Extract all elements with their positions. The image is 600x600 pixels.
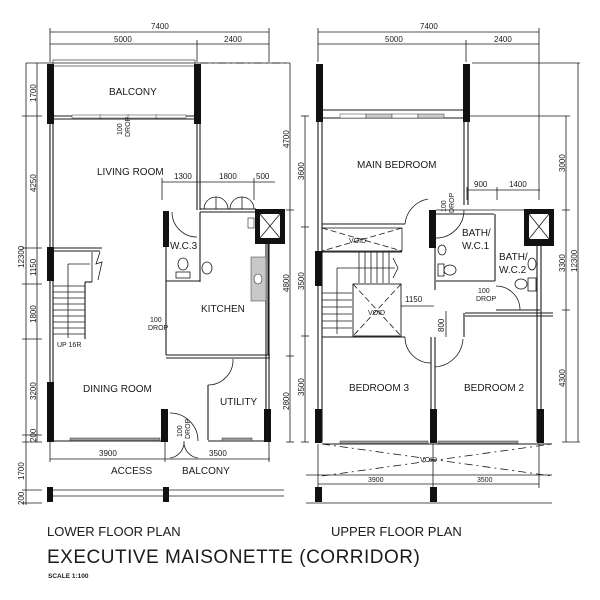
dim-lower-left-total: 12300 xyxy=(17,245,26,268)
dim-lower-bottom-3500: 3500 xyxy=(209,449,227,458)
room-main-bedroom: MAIN BEDROOM xyxy=(357,160,436,171)
note-drop-balcony-100: 100 xyxy=(117,123,124,135)
dim-upper-bottom-3900: 3900 xyxy=(368,477,384,484)
upper-floor-plan: 7400 5000 2400 MAIN BEDROOM VOID xyxy=(297,22,580,504)
note-drop-entry-100: 100 xyxy=(177,425,184,437)
dim-upper-top-left: 5000 xyxy=(385,35,403,44)
drawing-scale: SCALE 1:100 xyxy=(48,573,89,580)
lower-floor-plan-label: LOWER FLOOR PLAN xyxy=(47,524,181,539)
room-bath2-line2: W.C.2 xyxy=(499,265,527,276)
dim-lower-left-4250: 4250 xyxy=(29,174,38,192)
room-bath1-line2: W.C.1 xyxy=(462,241,490,252)
room-bedroom3: BEDROOM 3 xyxy=(349,383,409,394)
label-balcony-bottom: BALCONY xyxy=(182,466,230,477)
note-drop-kitchen-100: 100 xyxy=(150,317,162,324)
stair-treads xyxy=(53,285,85,335)
dim-upper-top-total: 7400 xyxy=(420,22,438,31)
void-strip-label: VOID xyxy=(349,238,366,245)
room-bedroom2: BEDROOM 2 xyxy=(464,383,524,394)
room-bath2-line1: BATH/ xyxy=(499,252,528,263)
room-bath1-line1: BATH/ xyxy=(462,228,491,239)
dim-upper-right-total: 12300 xyxy=(570,249,579,272)
dim-upper-bottom-3500: 3500 xyxy=(477,477,493,484)
note-stairs-up: UP 16R xyxy=(57,342,81,349)
dim-lower-bottom-3900: 3900 xyxy=(99,449,117,458)
room-dining: DINING ROOM xyxy=(83,384,152,395)
void-bottom-label: VOID xyxy=(420,457,437,464)
dim-upper-right-4300: 4300 xyxy=(558,369,567,387)
note-drop-entry: DROP xyxy=(185,418,192,439)
dim-lower-right-2800: 2800 xyxy=(282,392,291,410)
dim-corridor-1150: 1150 xyxy=(405,295,423,304)
note-drop-kitchen: DROP xyxy=(148,325,169,332)
dim-lower-left-1800: 1800 xyxy=(29,305,38,323)
dim-kitchen-1800: 1800 xyxy=(219,172,237,181)
dim-lower-left-1150: 1150 xyxy=(29,258,38,276)
drawing-title: EXECUTIVE MAISONETTE (CORRIDOR) xyxy=(47,547,420,568)
dim-upper-top-right: 2400 xyxy=(494,35,512,44)
note-drop-bath1: DROP xyxy=(449,192,456,213)
dim-lower-left-3200: 3200 xyxy=(29,382,38,400)
dim-upper-right-3000: 3000 xyxy=(558,154,567,172)
dim-upper-left-3500b: 3500 xyxy=(297,378,306,396)
room-kitchen: KITCHEN xyxy=(201,304,245,315)
note-drop-balcony: DROP xyxy=(125,116,132,137)
dim-lower-top-total: 7400 xyxy=(151,22,169,31)
dim-kitchen-1300: 1300 xyxy=(174,172,192,181)
room-wc3: W.C.3 xyxy=(170,241,198,252)
void-square-label: VOID xyxy=(368,310,385,317)
dim-lower-top-right: 2400 xyxy=(224,35,242,44)
dim-lower-left-bottom-1700: 1700 xyxy=(17,462,26,480)
dim-lower-top-left: 5000 xyxy=(114,35,132,44)
dim-lower-left-200: 200 xyxy=(29,428,38,442)
dim-upper-left-3600: 3600 xyxy=(297,162,306,180)
label-access: ACCESS xyxy=(111,466,152,477)
upper-floor-plan-label: UPPER FLOOR PLAN xyxy=(331,524,462,539)
dim-lower-left-1700: 1700 xyxy=(29,84,38,102)
dim-upper-right-3300: 3300 xyxy=(558,254,567,272)
dim-bath-900: 900 xyxy=(474,180,488,189)
room-utility: UTILITY xyxy=(220,397,258,408)
dim-lower-left-bottom-200: 200 xyxy=(17,491,26,505)
dim-door-800: 800 xyxy=(437,318,446,332)
room-living: LIVING ROOM xyxy=(97,167,164,178)
room-balcony-top: BALCONY xyxy=(109,87,157,98)
note-drop-bath1-100: 100 xyxy=(441,200,448,212)
dim-bath-1400: 1400 xyxy=(509,180,527,189)
dim-lower-right-4700: 4700 xyxy=(282,130,291,148)
dim-lower-right-4800: 4800 xyxy=(282,274,291,292)
lower-floor-plan: 7400 5000 2400 BALCONY 100 DRO xyxy=(17,22,294,505)
dim-kitchen-500: 500 xyxy=(256,172,270,181)
dim-upper-left-3500a: 3500 xyxy=(297,272,306,290)
note-drop-bath2-100: 100 xyxy=(478,288,490,295)
note-drop-bath2: DROP xyxy=(476,296,497,303)
